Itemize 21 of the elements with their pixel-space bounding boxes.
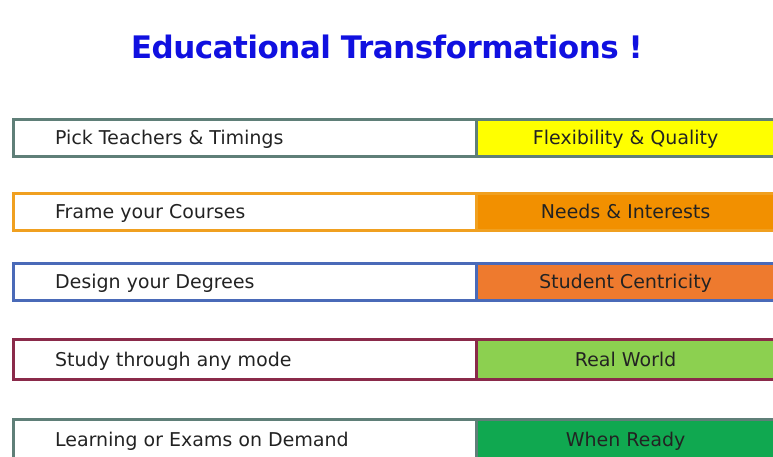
- node-label: When Ready: [566, 429, 686, 451]
- node-label: Pick Teachers & Timings: [55, 127, 284, 149]
- step-box: [12, 118, 478, 158]
- step-box: [12, 192, 478, 232]
- step-box: [12, 262, 478, 302]
- node-label: Study through any mode: [55, 348, 292, 370]
- node-label: Student Centricity: [539, 271, 712, 293]
- step-box: [12, 338, 478, 381]
- node-label: Needs & Interests: [540, 201, 710, 223]
- node-label: Design your Degrees: [55, 271, 254, 293]
- diagram-title: Educational Transformations !: [130, 30, 644, 66]
- outcome-box: [476, 338, 773, 381]
- outcome-box: [476, 118, 773, 158]
- node-label: Frame your Courses: [55, 201, 246, 223]
- outcome-box: [476, 192, 773, 232]
- outcome-box: [476, 418, 773, 457]
- step-box: [12, 418, 478, 457]
- outcome-box: [476, 262, 773, 302]
- node-label: Learning or Exams on Demand: [55, 429, 349, 451]
- node-label: Flexibility & Quality: [532, 127, 718, 149]
- node-label: Real World: [574, 348, 676, 370]
